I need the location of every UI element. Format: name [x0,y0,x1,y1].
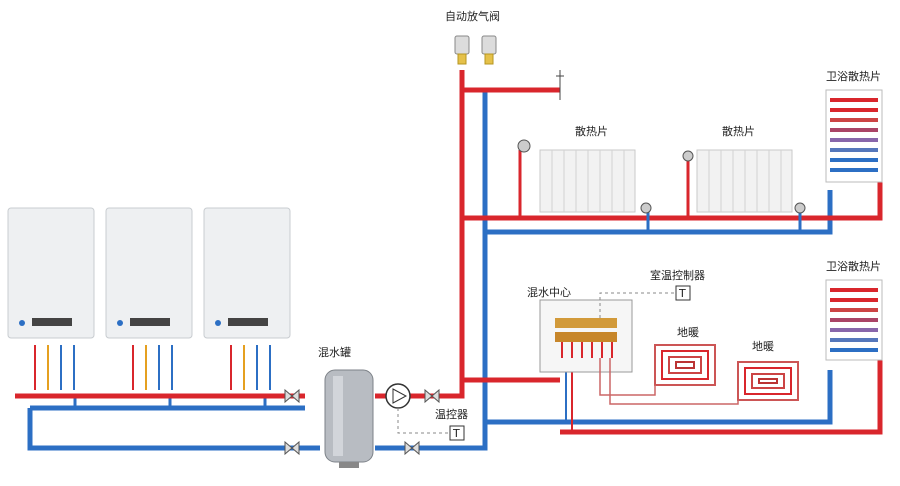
boiler-1 [7,207,95,339]
radiator-supply-branch [462,100,883,221]
radiator-2-label: 散热片 [722,124,755,138]
radiator-1-label: 散热片 [575,124,608,138]
radiator-icon [539,149,636,213]
towel-radiator-2 [825,279,883,361]
floor-heating-2-label: 地暖 [752,340,774,353]
bath-radiator-top-label: 卫浴散热片 [826,69,881,83]
floor-return-branch [485,370,833,425]
floor-heating-feed [599,358,739,405]
air-vent-icon [454,35,497,65]
tank-supply-out [375,70,465,399]
manifold-icon [539,299,633,373]
separator-label: 混水罐 [318,346,351,359]
valve-icon [284,388,440,456]
radiator-valves [517,139,806,214]
mixing-center-label: 混水中心 [527,286,571,299]
boiler-3 [203,207,291,339]
air-vent-label: 自动放气阀 [445,9,500,23]
floor-heating-coil-icon [654,344,716,386]
return-pipes [27,87,833,451]
room-thermostat-label: 室温控制器 [650,268,705,282]
bath-radiator-bottom-label: 卫浴散热片 [826,259,881,273]
floor-heating-1-label: 地暖 [677,326,699,339]
boiler-return-connector [27,408,320,451]
floor-heating-coil-2 [737,361,799,401]
temp-controller-label: 温控器 [435,407,468,421]
svg-text:T: T [678,287,686,300]
hydraulic-separator [324,369,374,468]
stub-end [556,70,564,100]
pump-icon [385,383,411,409]
towel-radiator-icon [825,89,883,183]
room-thermostat-wire [599,292,676,318]
thermostat-icon: T [449,425,465,441]
svg-text:T: T [452,427,460,440]
boiler-pipe-stubs [34,345,271,390]
radiator-return-branch [485,190,833,235]
temp-controller-wire [397,408,450,434]
radiator-2 [696,149,793,213]
boiler-2 [105,207,193,339]
room-thermostat-icon: T [675,285,691,301]
